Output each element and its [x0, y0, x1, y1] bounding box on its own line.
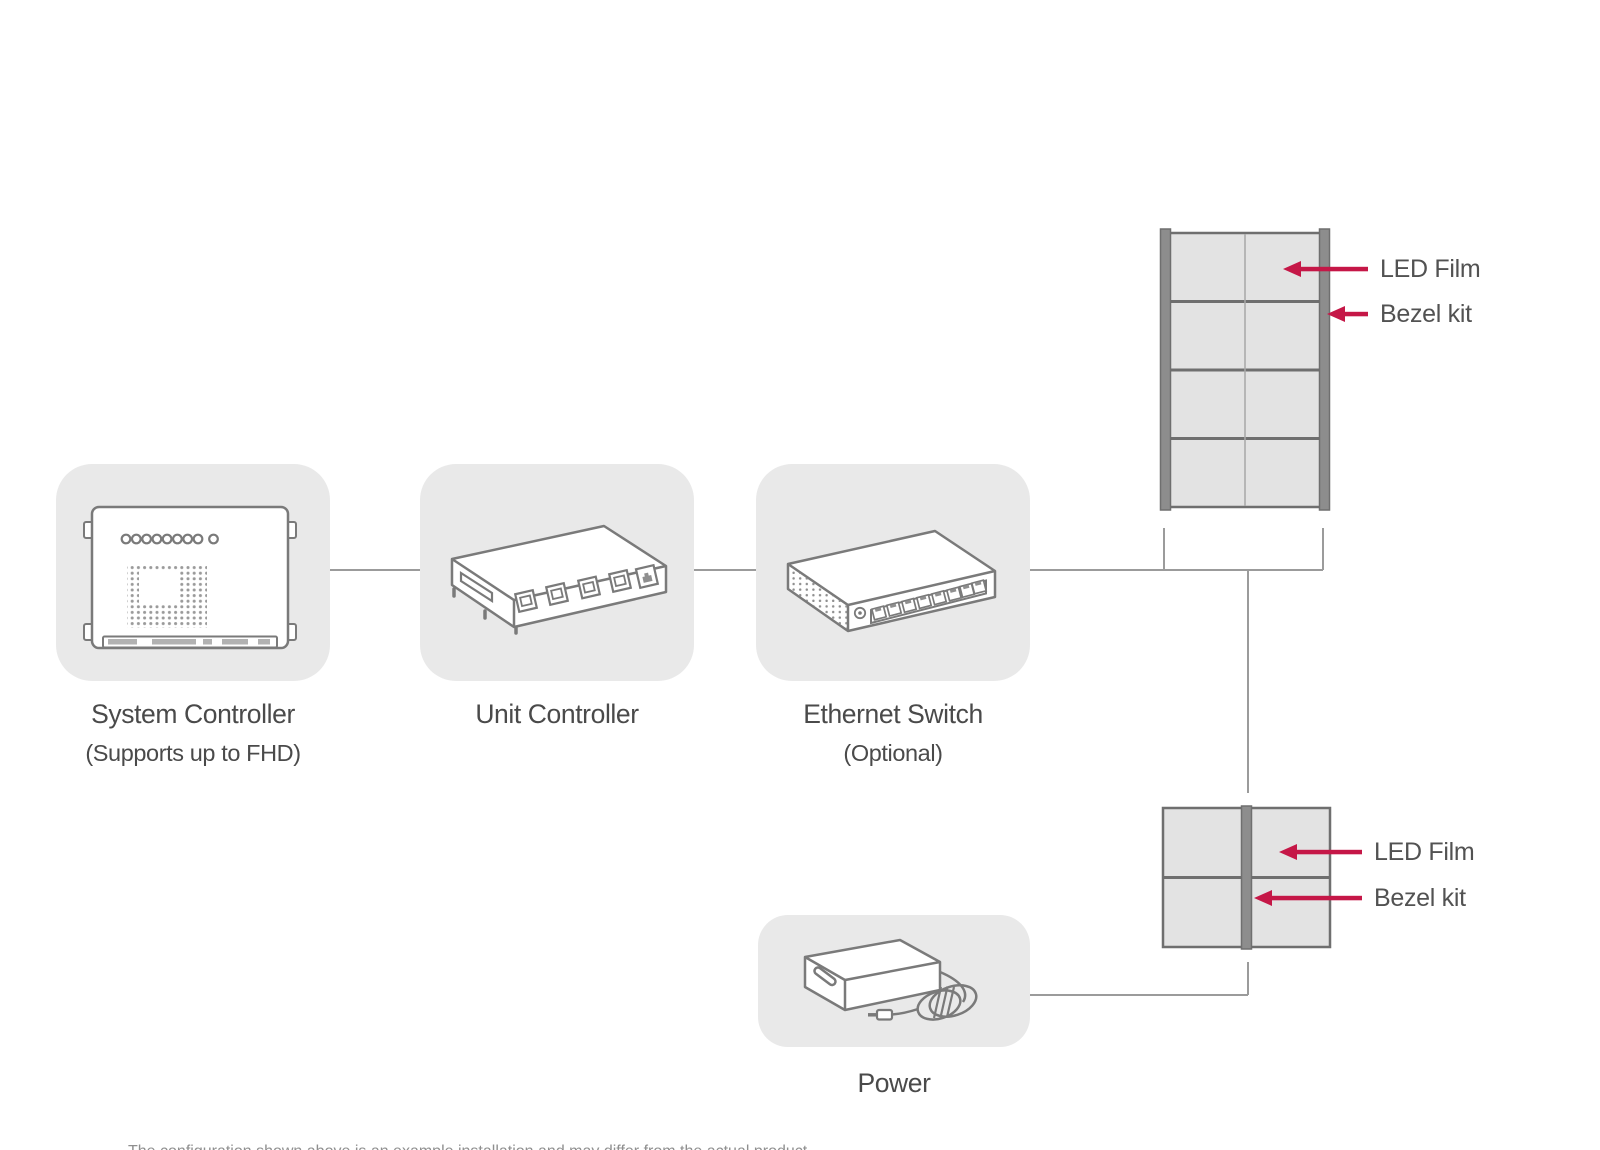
annotation-top-led-film: LED Film: [1380, 255, 1481, 283]
ethernet-switch-sublabel: (Optional): [843, 740, 943, 766]
unit-controller-label: Unit Controller: [475, 699, 639, 729]
bezel-bar-right: [1318, 228, 1331, 511]
arrow-bottom-bezel-kit: [1254, 890, 1362, 906]
power-label: Power: [857, 1068, 931, 1098]
footnote-cutoff-text: The configuration shown above is an exam…: [128, 1143, 812, 1150]
annotation-bottom-bezel-kit: Bezel kit: [1374, 884, 1466, 912]
system-controller-icon: [83, 505, 297, 650]
power-adapter-icon: [803, 938, 978, 1021]
unit-controller-icon: [450, 524, 668, 635]
led-panel-bottom: [1161, 805, 1332, 950]
connector-lines: [330, 528, 1324, 996]
arrow-bottom-led-film: [1279, 844, 1362, 860]
bezel-bar-left: [1159, 228, 1172, 511]
ethernet-switch-icon: [786, 529, 997, 633]
system-controller-sublabel: (Supports up to FHD): [85, 740, 301, 766]
system-controller-label: System Controller: [91, 699, 295, 729]
ethernet-switch-label: Ethernet Switch: [803, 699, 983, 729]
annotation-top-bezel-kit: Bezel kit: [1380, 300, 1472, 328]
annotation-arrows: [1254, 261, 1368, 906]
arrow-top-led-film: [1283, 261, 1368, 277]
arrow-top-bezel-kit: [1327, 306, 1368, 322]
led-panel-top: [1159, 228, 1331, 511]
annotation-bottom-led-film: LED Film: [1374, 838, 1475, 866]
bezel-bar-center: [1240, 805, 1253, 950]
